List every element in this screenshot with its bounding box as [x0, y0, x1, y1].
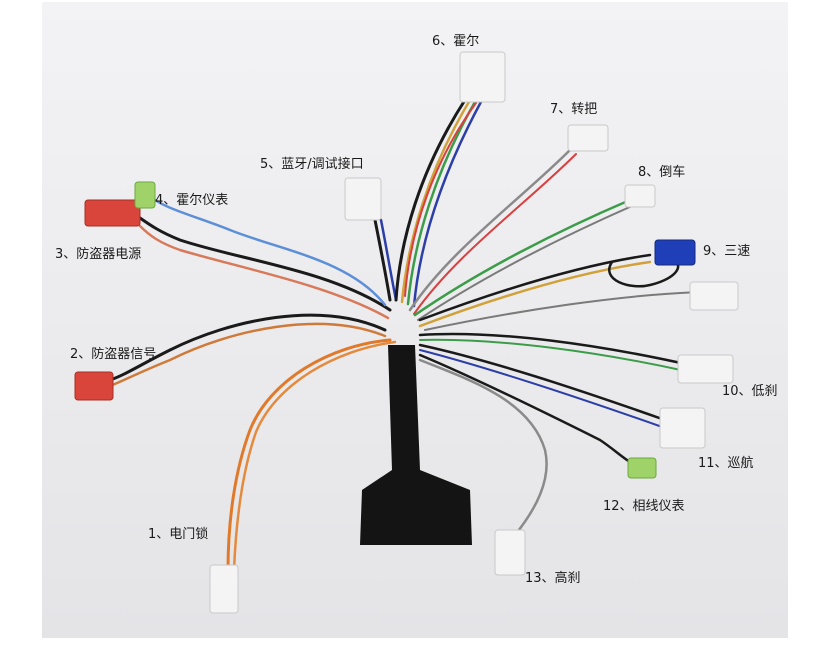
label-electric-lock: 1、电门锁: [148, 527, 209, 542]
label-antitheft-power: 3、防盗器电源: [55, 247, 142, 262]
label-bluetooth: 5、蓝牙/调试接口: [260, 157, 364, 172]
harness-loom: [360, 345, 472, 545]
connector-1: [209, 564, 239, 614]
connector-9b: [689, 281, 739, 311]
connector-7: [567, 124, 609, 152]
label-cruise: 11、巡航: [698, 456, 754, 471]
label-high-brake: 13、高刹: [525, 571, 581, 586]
connector-11: [659, 407, 706, 449]
connector-2: [74, 371, 114, 401]
connectors: [74, 51, 739, 614]
connector-12: [627, 457, 657, 479]
connector-4: [134, 181, 156, 209]
connector-8: [624, 184, 656, 208]
wires: [108, 98, 701, 572]
label-hall-meter: 4、霍尔仪表: [155, 193, 229, 208]
connector-5: [344, 177, 382, 221]
label-reverse: 8、倒车: [638, 165, 686, 180]
label-phase-meter: 12、相线仪表: [603, 499, 685, 514]
connector-10: [677, 354, 734, 384]
connector-3: [84, 199, 141, 227]
label-low-brake: 10、低刹: [722, 384, 778, 399]
connector-9: [654, 239, 696, 266]
connector-13: [494, 529, 526, 576]
label-hall: 6、霍尔: [432, 34, 480, 49]
label-throttle: 7、转把: [550, 102, 598, 117]
connector-6: [459, 51, 506, 103]
label-antitheft-signal: 2、防盗器信号: [70, 347, 157, 362]
label-three-speed: 9、三速: [703, 244, 751, 259]
